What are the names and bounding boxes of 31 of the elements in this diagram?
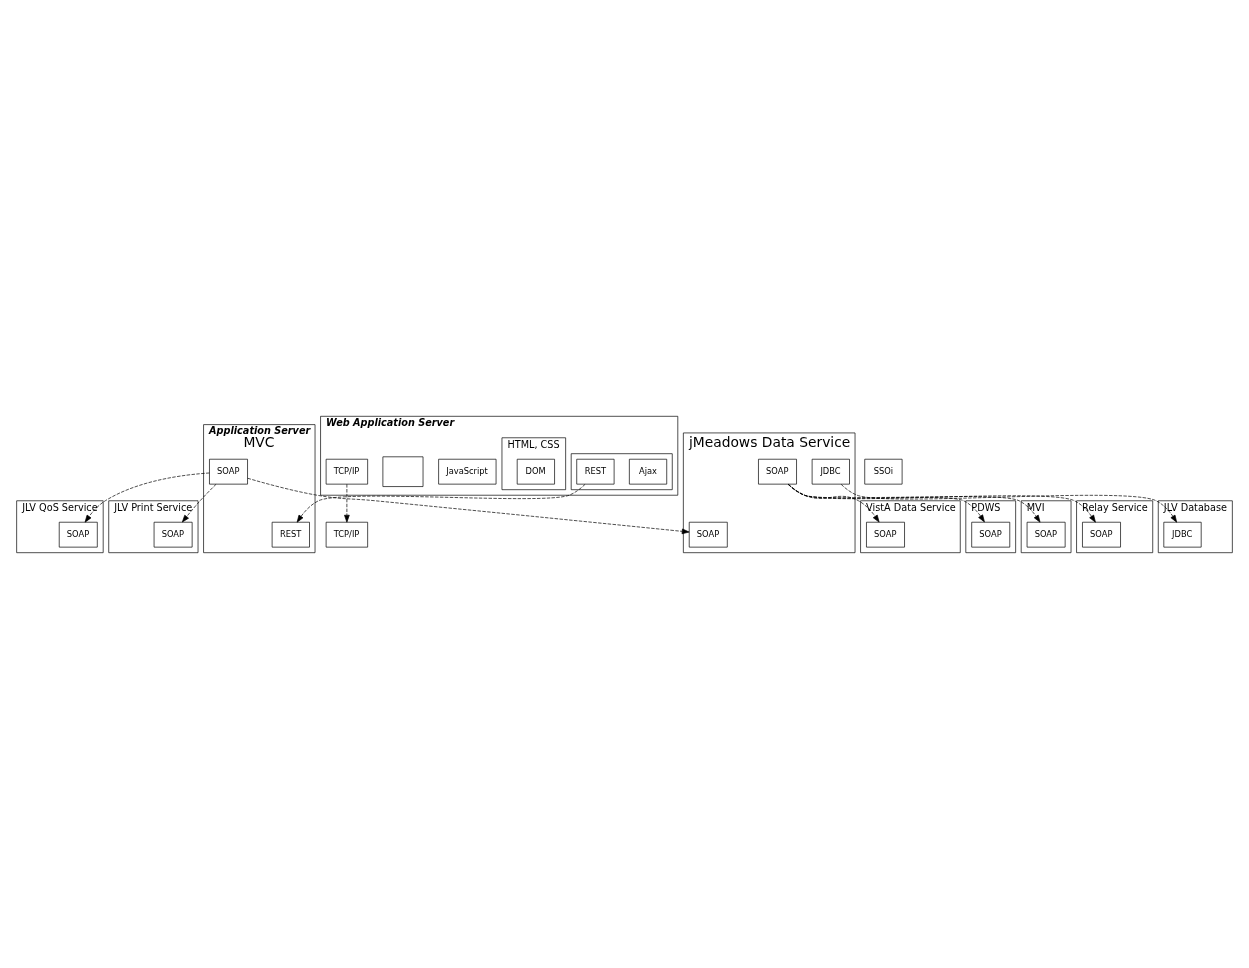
arrow	[840, 483, 1178, 523]
node-box: SSOi	[864, 458, 903, 484]
node-box	[382, 455, 424, 487]
arrow	[296, 483, 586, 523]
cluster	[570, 452, 673, 490]
arrow	[787, 483, 985, 522]
node-box: SOAP	[1082, 521, 1121, 547]
node-box: Ajax	[629, 458, 668, 484]
node-box: SOAP	[758, 458, 797, 484]
arrow	[344, 483, 350, 522]
node-box: TCP/IP	[325, 458, 368, 484]
node-box: SOAP	[688, 521, 728, 547]
arrow	[787, 483, 1096, 523]
node-box: REST	[271, 521, 310, 547]
node-box: JDBC	[811, 458, 850, 484]
node-box: JavaScript	[438, 458, 497, 484]
node-box: SOAP	[971, 521, 1011, 547]
arrow	[788, 483, 880, 522]
node-box: TCP/IP	[325, 521, 368, 547]
node-box: SOAP	[58, 521, 98, 547]
node-box: JDBC	[1163, 521, 1202, 547]
node-box: DOM	[516, 458, 555, 484]
node-box: REST	[576, 458, 615, 484]
arrow	[84, 472, 210, 522]
arrow	[247, 477, 690, 534]
node-box: SOAP	[866, 521, 905, 547]
arrow	[787, 483, 1041, 523]
arrow	[181, 483, 217, 522]
node-box: SOAP	[209, 458, 248, 484]
node-box: SOAP	[153, 521, 193, 547]
node-box: SOAP	[1026, 521, 1066, 547]
